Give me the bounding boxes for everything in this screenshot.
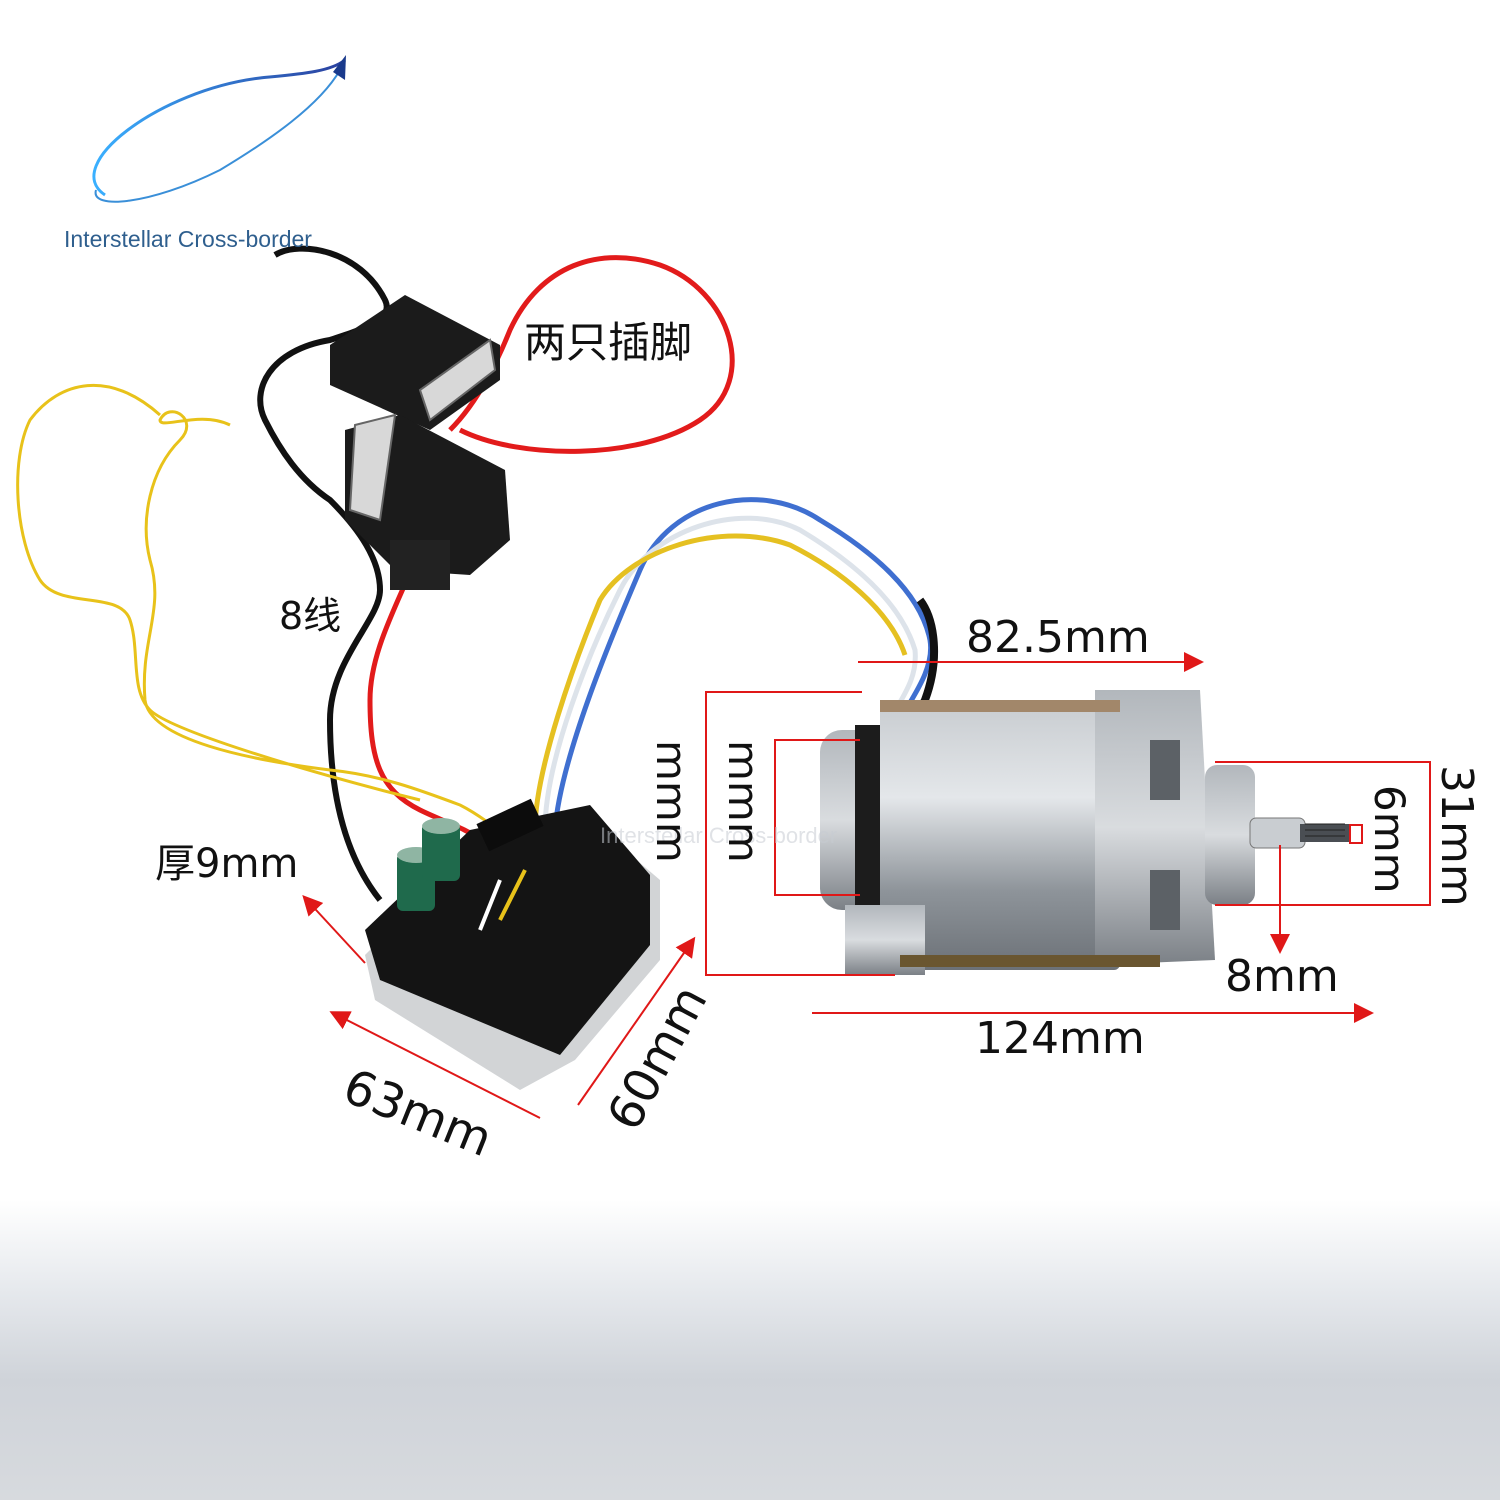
flange-diameter-label: 31mm [1431,765,1482,907]
control-board [365,790,660,1090]
logo-swoosh-icon [92,55,346,203]
eight-wires-label: 8线 [279,594,342,638]
motor-total-length-label: 124mm [975,1013,1145,1064]
thickness-label: 厚9mm [155,841,299,887]
shaft-length-label: 8mm [1225,951,1339,1002]
brand-name: Interstellar Cross-border [64,226,312,252]
black-wire [257,245,390,902]
motor-diameter-outer-label: mmm [647,740,696,863]
watermark-text: Interstellar Cross-border [600,823,838,848]
motor-body-length-label: 82.5mm [966,612,1150,663]
yellow-wire [16,383,501,832]
motor-diameter-inner-label: mmm [719,740,768,863]
white-wire [542,515,918,831]
switch-connector-lower [345,413,510,590]
switch-connector-upper [330,295,500,430]
brushless-motor [820,690,1350,975]
yellow-motor-wire [532,533,908,831]
dimension-lines [302,652,1431,1119]
two-pins-label: 两只插脚 [524,318,693,367]
floor-gradient [0,1200,1500,1500]
shaft-diameter-label: 6mm [1365,785,1414,894]
